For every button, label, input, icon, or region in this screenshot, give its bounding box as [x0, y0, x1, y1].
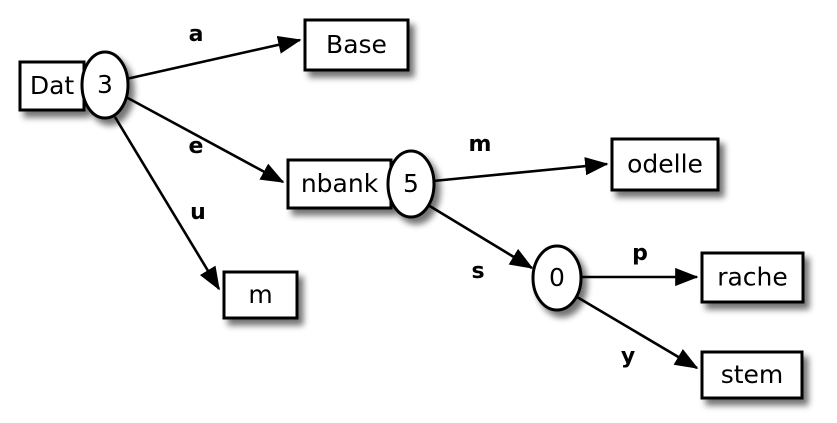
node-n3[interactable]: 3 [80, 50, 130, 120]
edge-label-a-n3-to-base: a [189, 22, 204, 47]
node-label-dat: Dat [30, 71, 75, 100]
edge-label-m-n5-to-odelle: m [469, 132, 492, 157]
edge-m-n5-to-odelle [432, 157, 609, 183]
node-nbank[interactable]: nbank [286, 158, 393, 210]
node-n5[interactable]: 5 [386, 149, 436, 219]
node-m[interactable]: m [222, 270, 299, 320]
edge-label-u-n3-to-m: u [190, 200, 206, 225]
edge-label-y-n0-to-stem: y [621, 344, 635, 369]
node-label-n0: 0 [549, 263, 565, 292]
node-base[interactable]: Base [303, 18, 410, 72]
edge-u-n3-to-m [113, 116, 221, 291]
node-label-n5: 5 [403, 169, 419, 198]
node-label-odelle: odelle [627, 150, 703, 179]
edge-s-n5-to-n0 [427, 203, 534, 270]
node-label-m: m [248, 280, 272, 309]
node-rache[interactable]: rache [700, 251, 805, 304]
edges-layer [113, 35, 699, 370]
node-odelle[interactable]: odelle [610, 137, 720, 192]
edge-labels-layer: a e u m s p y [189, 22, 648, 369]
node-n0[interactable]: 0 [531, 244, 583, 312]
node-stem[interactable]: stem [700, 350, 804, 400]
nodes-layer: Dat 3 Base nbank 5 m odelle 0 rache stem [18, 18, 805, 400]
edge-y-n0-to-stem [576, 295, 699, 370]
edge-e-n3-to-nbank [125, 95, 285, 184]
edge-label-p-n0-to-rache: p [632, 241, 648, 266]
edge-a-n3-to-base [125, 35, 302, 81]
node-label-stem: stem [721, 360, 784, 389]
node-label-base: Base [326, 30, 387, 59]
edge-label-e-n3-to-nbank: e [189, 134, 204, 159]
node-label-rache: rache [717, 263, 788, 292]
node-dat[interactable]: Dat [18, 60, 86, 112]
edge-label-s-n5-to-n0: s [471, 259, 484, 284]
node-label-n3: 3 [97, 70, 113, 99]
node-label-nbank: nbank [301, 169, 379, 198]
